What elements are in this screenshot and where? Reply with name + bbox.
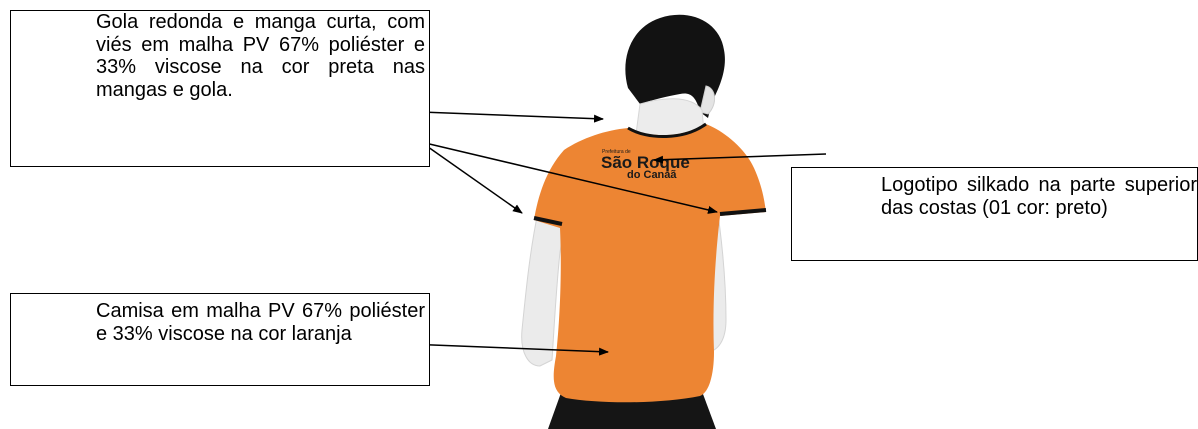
logo-print: Prefeitura de São Roque do Canaã xyxy=(601,149,690,181)
right-sleeve-trim xyxy=(719,208,767,216)
callout-fabric-description: Camisa em malha PV 67% poliéster e 33% v… xyxy=(10,293,430,386)
logo-line-2: São Roque xyxy=(601,153,690,172)
logo-line-1: Prefeitura de xyxy=(602,149,631,155)
left-arm xyxy=(521,211,567,367)
callout-collar-description: Gola redonda e manga curta, com viés em … xyxy=(10,10,430,167)
arrow-collar-to-neck xyxy=(420,111,604,123)
left-sleeve-trim xyxy=(533,216,563,226)
orange-shirt xyxy=(534,124,766,403)
hair xyxy=(625,14,725,118)
ear xyxy=(699,85,715,115)
logo-line-3: do Canaã xyxy=(627,169,677,181)
arrow-collar-to-left-sleeve xyxy=(420,141,523,214)
arrow-collar-to-right-sleeve xyxy=(420,141,718,214)
arrow-logo-to-print xyxy=(653,153,827,164)
callout-logo-description: Logotipo silkado na parte superior das c… xyxy=(791,167,1198,261)
collar-trim xyxy=(627,122,707,138)
